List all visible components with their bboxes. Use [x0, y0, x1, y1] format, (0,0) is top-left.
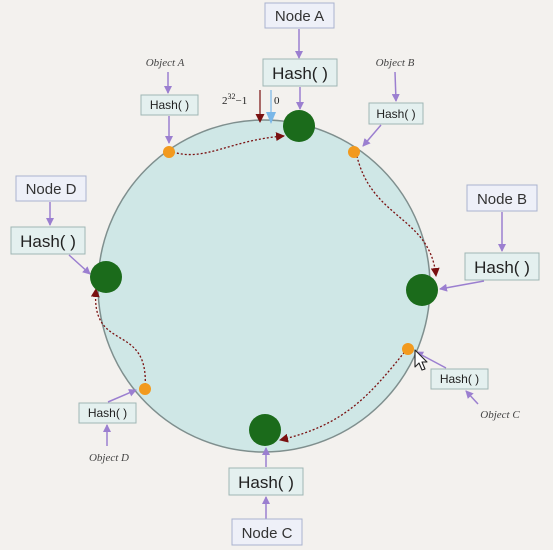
node-d-dot [90, 261, 122, 293]
node-a-dot [283, 110, 315, 142]
object-d-hash-label: Hash( ) [88, 406, 127, 420]
mapping-paths [90, 132, 440, 443]
object-c-hash-box [430, 368, 489, 390]
node-b-dot [406, 274, 438, 306]
hash-ring [97, 119, 431, 453]
node-a-hash-label: Hash( ) [272, 64, 328, 83]
node-d-label: Node D [26, 181, 77, 198]
object-b-hash-box [368, 102, 424, 125]
object-a-label: Object A [146, 57, 185, 69]
object-d-label: Object D [89, 452, 129, 464]
object-a-dot [163, 146, 175, 158]
node-c-box [231, 518, 303, 546]
path-object-d-to-node-d [90, 288, 146, 390]
node-a-box [264, 2, 335, 29]
node-d-box [15, 175, 87, 202]
node-a-hash-box [262, 58, 338, 87]
node-c-label: Node C [242, 525, 293, 542]
node-b-box [466, 184, 538, 212]
object-c-group: Hash( ) Object C [415, 351, 520, 421]
object-d-group: Hash( ) Object D [78, 389, 137, 464]
mouse-pointer-icon [414, 349, 428, 371]
object-a-hash-box [140, 94, 199, 116]
node-c-group: Hash( ) Node C [228, 447, 304, 546]
object-d-dot [139, 383, 151, 395]
node-d-group: Node D Hash( ) [10, 175, 91, 275]
node-b-hash-label: Hash( ) [474, 258, 530, 277]
node-b-group: Node B Hash( ) [439, 184, 540, 292]
node-c-hash-label: Hash( ) [238, 473, 294, 492]
object-d-hash-box [78, 402, 137, 424]
node-b-hash-box [464, 252, 540, 281]
path-object-a-to-node-a [172, 132, 285, 156]
node-c-hash-box [228, 467, 304, 496]
object-c-hash-label: Hash( ) [440, 372, 479, 386]
node-d-hash-box [10, 226, 86, 255]
node-d-hash-label: Hash( ) [20, 232, 76, 251]
object-c-label: Object C [480, 409, 520, 421]
node-a-label: Node A [275, 8, 324, 25]
object-a-hash-label: Hash( ) [150, 98, 189, 112]
object-b-hash-label: Hash( ) [376, 107, 415, 121]
object-b-group: Object B Hash( ) [362, 57, 424, 147]
ring-origin-markers: 232−1 0 [222, 90, 280, 124]
object-b-label: Object B [376, 57, 415, 69]
node-b-label: Node B [477, 191, 527, 208]
object-c-dot [402, 343, 414, 355]
node-c-dot [249, 414, 281, 446]
object-a-group: Object A Hash( ) [140, 57, 199, 144]
ring-zero-label: 0 [274, 95, 280, 107]
object-b-dot [348, 146, 360, 158]
ring-max-label: 232−1 [222, 92, 247, 107]
node-a-group: Node A Hash( ) [262, 2, 338, 110]
